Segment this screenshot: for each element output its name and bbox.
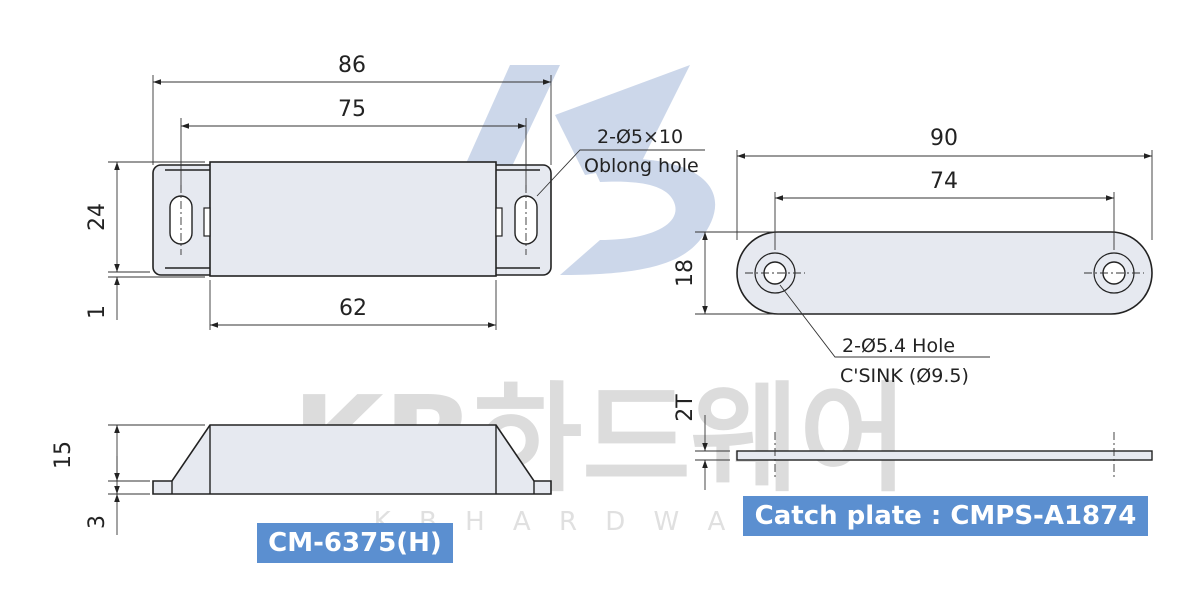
- magnet-dim-overall: 86: [338, 53, 366, 78]
- magnet-hole-note-1: 2-Ø5×10: [597, 126, 683, 148]
- plate-model-label: Catch plate : CMPS-A1874: [743, 496, 1148, 536]
- magnet-dim-offset: 1: [85, 305, 110, 319]
- magnet-dimensions: [108, 75, 705, 330]
- plate-top-view: [736, 231, 1153, 315]
- plate-dim-thickness: 2T: [673, 394, 698, 422]
- plate-dim-overall: 90: [930, 126, 958, 151]
- plate-dim-height: 18: [673, 259, 698, 287]
- magnet-hole-note-2: Oblong hole: [584, 155, 699, 177]
- plate-hole-note-1: 2-Ø5.4 Hole: [842, 335, 955, 357]
- magnet-dim-height: 24: [85, 203, 110, 231]
- magnet-dim-hole-pitch: 75: [338, 97, 366, 122]
- magnet-side-dim-flange: 3: [85, 515, 110, 529]
- magnet-dim-body: 62: [339, 296, 367, 321]
- plate-hole-note-2: C'SINK (Ø9.5): [840, 365, 969, 387]
- magnet-side-view: [108, 424, 552, 535]
- magnet-top-view: [152, 161, 552, 277]
- plate-dim-hole-pitch: 74: [930, 169, 958, 194]
- plate-dimensions: [695, 150, 1153, 490]
- magnet-model-label: CM-6375(H): [257, 523, 453, 563]
- magnet-side-dim-height: 15: [51, 441, 76, 469]
